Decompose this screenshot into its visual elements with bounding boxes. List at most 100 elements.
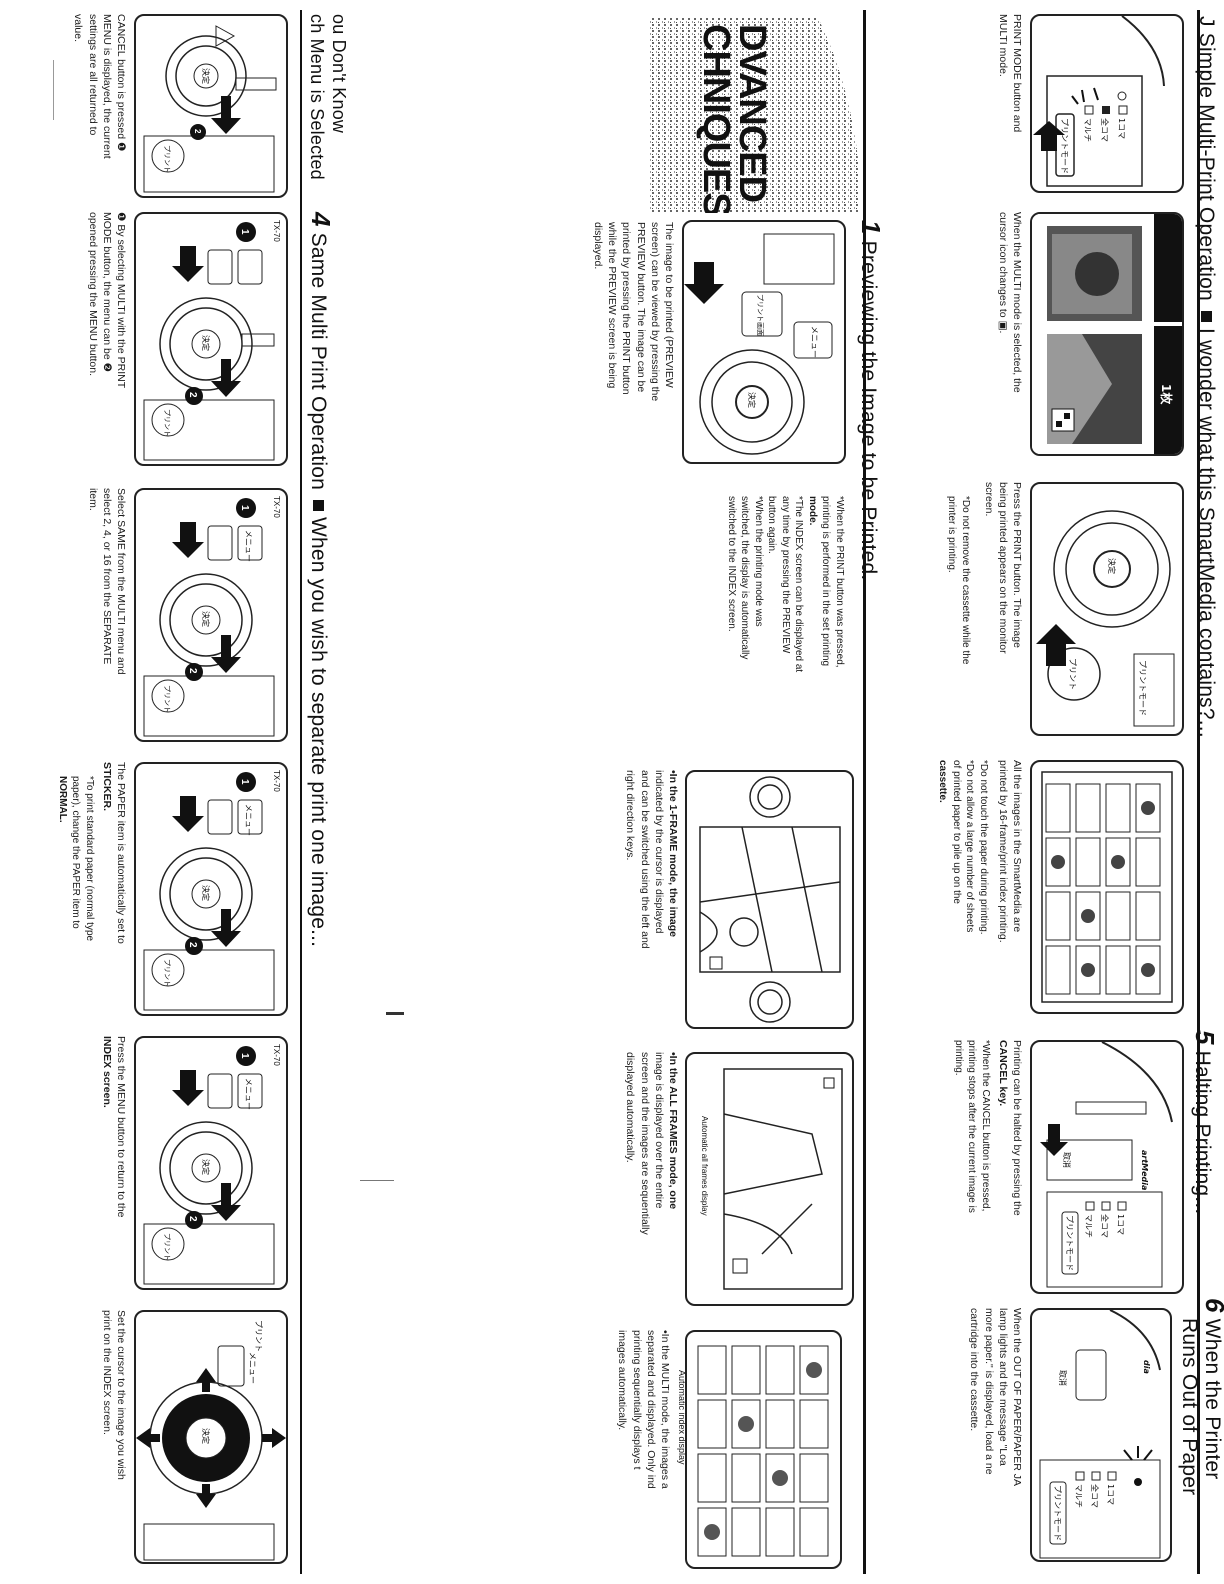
note-touch-paper: *Do not touch the paper during printing.…	[936, 760, 990, 1010]
caption-line: images automatically.	[616, 1330, 629, 1431]
multi-index-illustration	[697, 1345, 829, 1557]
heading-simple-title: J Simple Multi-Print Operation	[1195, 16, 1218, 301]
1frame-mode-illustration	[699, 776, 841, 1023]
figure-panel-step4: TX-70 1 メニュー 決定 プリント 2	[134, 1036, 288, 1290]
label-cancel-b: 取消	[1058, 1370, 1068, 1386]
cancel-key-illustration: artMedia 取消 1コマ 全コマ マルチ プリントモード	[1040, 1042, 1173, 1288]
caption-select-multi: ❶ By selecting MULTI with the PRINT MODE…	[85, 212, 128, 462]
label-multi-b: マルチ	[1084, 1214, 1093, 1238]
notes-preview: *When the PRINT button was pressed, prin…	[725, 496, 847, 746]
caption-halt: Printing can be halted by pressing the C…	[996, 1040, 1024, 1290]
caption-line: and can be switched using the left and	[638, 770, 651, 949]
banner-line2: CHNIQUES	[695, 24, 737, 213]
label-menu: メニュー	[810, 326, 819, 358]
label-print-b: プリント	[163, 145, 171, 173]
band-simple-multi-print: J Simple Multi-Print OperationI wonder w…	[859, 0, 1224, 1584]
step-1-badge-b: ❶	[115, 212, 127, 222]
label-model-b: TX-70	[272, 496, 281, 518]
figure-print-button: 決定 プリントモード プリント	[1030, 482, 1184, 736]
heading-out-number: 6	[1200, 1298, 1224, 1313]
label-enter: 決定	[1107, 558, 1117, 574]
heading-halting-title: Halting Printing...	[1191, 1050, 1214, 1215]
label-print-f: プリント	[163, 1233, 171, 1261]
figure-panel-step1: TX-70 1 決定 プリント 2	[134, 212, 288, 466]
out-of-paper-illustration: dia 取消 1コマ 全コマ マルチ プリントモード	[1039, 1310, 1161, 1559]
caption-line: All the images in the SmartMedia are	[1011, 760, 1023, 933]
label-print-g: プリント	[254, 1320, 263, 1352]
label-all-b: 全コマ	[1100, 1214, 1110, 1238]
caption-line: screen) can be viewed by pressing the	[648, 222, 661, 402]
step-2-badge: ❷	[100, 362, 113, 373]
note-line: printing.	[953, 1040, 964, 1076]
heading-halting-number: 5	[1190, 1030, 1220, 1045]
banner-text: DVANCED CHNIQUES	[695, 24, 773, 213]
note-line: of printed paper to pile up on the	[951, 760, 962, 904]
label-menu-d: メニュー	[244, 1078, 253, 1110]
label-model: TX-70	[272, 220, 281, 242]
note-line: *When the CANCEL button is pressed,	[980, 1040, 991, 1212]
screen-count-label: 1枚	[1159, 384, 1174, 405]
figure-select-image: メニュー プリント 決定	[134, 1310, 288, 1564]
label-menu-c: メニュー	[244, 804, 253, 836]
caption-line: image is displayed over the entire	[652, 1052, 665, 1209]
heading-dont-line2: ch Menu is Selected	[307, 14, 327, 180]
badge-2b: 2	[187, 392, 198, 398]
caption-press-print: Press the PRINT button. The image being …	[981, 482, 1024, 732]
label-print-mode-b: プリントモード	[1138, 660, 1147, 716]
caption-print-mode: PRINT MODE button and MULTI mode.	[996, 14, 1024, 189]
label-print-mode: プリントモード	[1060, 118, 1069, 174]
figure-print-mode-panel: 1コマ 全コマ マルチ プリントモード	[1030, 14, 1184, 193]
note-line: *Do not touch the paper during printing.	[978, 760, 989, 935]
caption-line: value.	[72, 14, 85, 43]
note-line: switched to the INDEX screen.	[726, 496, 737, 632]
caption-line: CANCEL button is pressed	[115, 14, 127, 140]
note-standard-paper: *To print standard paper (normal type pa…	[56, 776, 97, 1012]
label-enter-d: 決定	[201, 335, 211, 351]
figure-multi-screen: 1枚	[1030, 212, 1184, 456]
caption-return-index: Press the MENU button to return to the I…	[100, 1036, 128, 1286]
label-print-d: プリント	[163, 685, 171, 713]
caption-line: select 2, 4, or 16 from the SEPARATE	[100, 488, 113, 665]
badge-1b: 1	[239, 505, 250, 511]
caption-line: being printed appears on the monitor	[996, 482, 1009, 654]
label-print: プリント	[1068, 658, 1077, 690]
label-brand: artMedia	[1140, 1150, 1149, 1190]
caption-line: Press the PRINT button. The image	[1011, 482, 1023, 648]
monitor-screen-illustration: 1枚	[1032, 214, 1182, 454]
control-panel-illustration: TX-70 1 メニュー 決定 プリント 2	[143, 496, 281, 737]
caption-line: displayed automatically.	[624, 1052, 637, 1163]
heading-same-number: 4	[306, 212, 336, 227]
heading-out-line2: Runs Out of Paper	[1178, 1318, 1201, 1496]
label-brand-b: dia	[1142, 1360, 1151, 1374]
label-1frame-c: 1コマ	[1106, 1484, 1115, 1505]
caption-multi-index: Automatic index display •In the MULTI mo…	[615, 1330, 687, 1570]
caption-line: •In the 1-FRAME mode, the image	[667, 770, 679, 938]
caption-line: •In the ALL FRAMES mode, one	[667, 1052, 679, 1210]
banner-advanced-techniques: DVANCED CHNIQUES	[648, 18, 858, 213]
caption-1frame: •In the 1-FRAME mode, the image indicate…	[623, 770, 680, 1025]
caption-all-frames: •In the ALL FRAMES mode, one image is di…	[623, 1052, 680, 1302]
caption-line: screen.	[982, 482, 995, 517]
caption-index-print: All the images in the SmartMedia are pri…	[996, 760, 1024, 1010]
caption-line: PRINT MODE button and	[1011, 14, 1023, 133]
note-cancel: *When the CANCEL button is pressed, prin…	[952, 1040, 993, 1290]
scan-speck	[360, 1180, 394, 1181]
note-line: printing is performed in the set printin…	[820, 496, 832, 667]
label-enter-f: 決定	[201, 885, 211, 901]
banner-line1: DVANCED	[731, 24, 773, 203]
note-line: *Do not remove the cassette while the	[960, 496, 971, 665]
heading-same-subtitle: When you wish to separate print one imag…	[307, 516, 330, 948]
caption-line: right direction keys.	[624, 770, 637, 861]
caption-line: cursor icon changes to	[996, 212, 1009, 318]
control-panel-illustration: 決定 プリント 2	[143, 25, 277, 193]
caption-line: MODE button, the menu can be	[100, 212, 113, 360]
caption-line: When the MULTI mode is selected, the	[1011, 212, 1023, 393]
label-print-c: プリント	[163, 409, 171, 437]
label-index-display: Automatic index display	[677, 1370, 687, 1465]
label-enter-h: 決定	[201, 1428, 211, 1444]
label-enter-e: 決定	[201, 611, 211, 627]
caption-line: Press the MENU button to return to the	[115, 1036, 127, 1218]
note-line: *To print standard paper (normal type	[84, 776, 95, 942]
